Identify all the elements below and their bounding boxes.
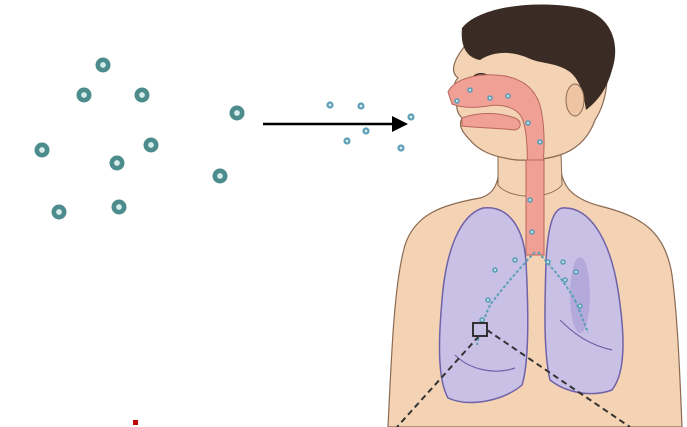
ear — [566, 84, 584, 116]
virus-particle-icon — [96, 58, 111, 73]
droplet-particle-icon — [343, 137, 350, 144]
virus-particle-icon — [52, 205, 67, 220]
droplet-particle-icon — [529, 229, 535, 235]
droplet-particle-icon — [525, 120, 531, 126]
virus-particle-icon — [35, 143, 50, 158]
droplet-particle-icon — [479, 317, 485, 323]
virus-particle-icon — [77, 88, 92, 103]
virus-particle-icon — [230, 106, 245, 121]
virus-particle-icon — [110, 156, 125, 171]
marker — [133, 420, 138, 425]
droplet-particle-icon — [512, 257, 518, 263]
droplet-particle-icon — [537, 139, 543, 145]
droplet-particle-icon — [562, 277, 568, 283]
virus-particle-icon — [144, 138, 159, 153]
virus-particle-cloud — [35, 58, 245, 220]
droplet-particle-icon — [577, 303, 583, 309]
droplet-particle-icon — [357, 102, 364, 109]
droplet-particle-icon — [454, 98, 460, 104]
droplet-particle-icon — [407, 113, 414, 120]
droplet-particle-icon — [467, 87, 473, 93]
droplet-particle-icon — [492, 267, 498, 273]
trachea — [526, 160, 544, 255]
droplet-particle-icon — [505, 93, 511, 99]
virus-particle-icon — [135, 88, 150, 103]
droplet-particle-icon — [545, 259, 551, 265]
droplet-particle-icon — [485, 297, 491, 303]
virus-particle-icon — [213, 169, 228, 184]
droplet-particle-icon — [573, 269, 579, 275]
arrow-right-icon — [263, 116, 408, 132]
droplet-particle-icon — [362, 127, 369, 134]
droplet-particle-icon — [397, 144, 404, 151]
droplet-particle-icon — [326, 101, 333, 108]
virus-particle-icon — [112, 200, 127, 215]
droplet-particle-icon — [487, 95, 493, 101]
droplet-particle-icon — [527, 197, 533, 203]
droplet-particle-icon — [560, 259, 566, 265]
